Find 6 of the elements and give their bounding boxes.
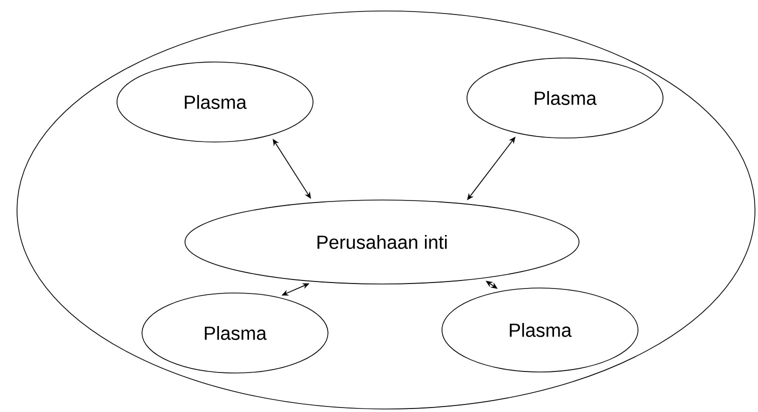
ellipse-node: Plasma: [116, 62, 314, 142]
outer-ellipse: [16, 10, 756, 410]
ellipse-node: Plasma: [442, 288, 638, 372]
ellipse-node: Perusahaan inti: [184, 200, 580, 284]
ellipse-node: Plasma: [142, 292, 328, 374]
ellipse-node: Plasma: [466, 58, 664, 138]
